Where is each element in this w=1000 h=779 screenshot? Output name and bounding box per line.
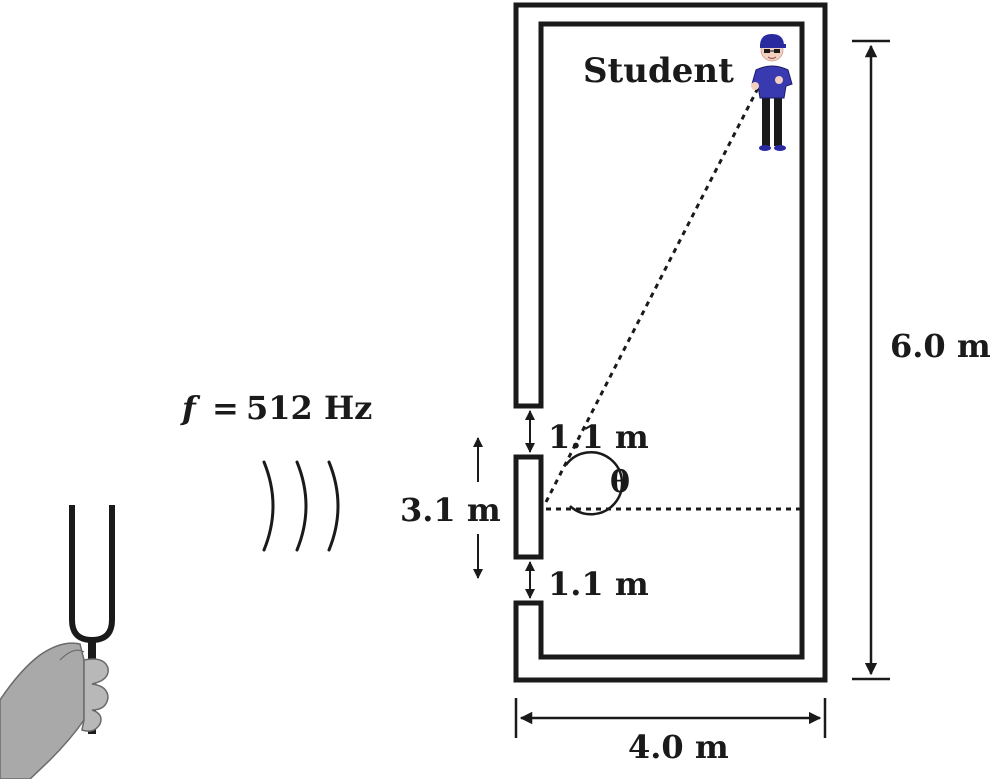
frequency-symbol: f [180, 389, 201, 427]
hand [0, 642, 85, 779]
room-walls [513, 2, 828, 683]
angle-arc [564, 451, 624, 516]
slit [513, 454, 544, 560]
student-icon [751, 34, 793, 151]
frequency-equals: = [212, 389, 239, 427]
upper-wall [513, 2, 828, 683]
dimension-room-height [852, 39, 890, 681]
sound-wave-icon [262, 460, 340, 552]
room-width-label: 4.0 m [628, 728, 729, 766]
frequency-value: 512 Hz [246, 389, 372, 427]
tuning-fork-icon [0, 505, 115, 779]
frequency-label: f = 512 Hz [180, 389, 372, 427]
path-to-student-line [544, 87, 760, 503]
gap-top-label: 1.1 m [548, 418, 649, 456]
student-label: Student [583, 51, 734, 91]
dimension-room-width [514, 698, 827, 738]
dotted-lines [544, 87, 800, 511]
opening-label: 3.1 m [400, 491, 501, 529]
gap-bottom-label: 1.1 m [548, 565, 649, 603]
angle-label: θ [610, 465, 630, 500]
room-height-label: 6.0 m [890, 327, 991, 365]
